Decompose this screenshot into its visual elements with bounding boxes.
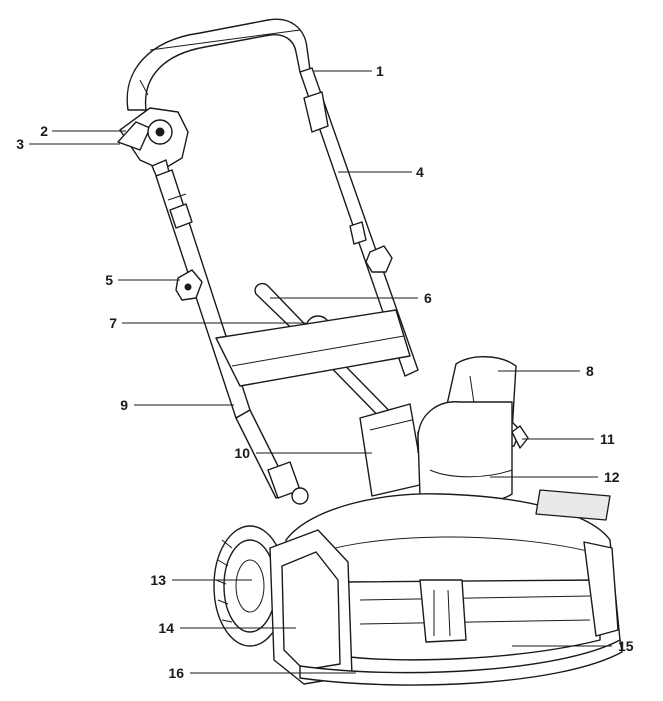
callout-15: 15 xyxy=(512,638,634,654)
snow-thrower-illustration xyxy=(117,18,623,686)
callout-number-12: 12 xyxy=(604,469,620,485)
callout-number-7: 7 xyxy=(109,315,117,331)
callout-7: 7 xyxy=(109,315,306,331)
callout-5: 5 xyxy=(105,272,180,288)
callout-16: 16 xyxy=(168,665,356,681)
callout-number-6: 6 xyxy=(424,290,432,306)
callout-number-4: 4 xyxy=(416,164,424,180)
upper-handle xyxy=(126,18,311,111)
auger-housing xyxy=(285,489,621,676)
callout-13: 13 xyxy=(150,572,252,588)
callout-2: 2 xyxy=(40,123,126,139)
callout-10: 10 xyxy=(234,445,372,461)
callout-8: 8 xyxy=(498,363,594,379)
callout-14: 14 xyxy=(158,620,296,636)
callout-number-10: 10 xyxy=(234,445,250,461)
callout-11: 11 xyxy=(522,431,615,447)
mid-frame xyxy=(215,309,411,387)
handle-knob-right xyxy=(365,245,393,273)
callout-12: 12 xyxy=(490,469,620,485)
callout-number-2: 2 xyxy=(40,123,48,139)
callout-number-13: 13 xyxy=(150,572,166,588)
callout-number-5: 5 xyxy=(105,272,113,288)
callout-number-3: 3 xyxy=(16,136,24,152)
callout-number-9: 9 xyxy=(120,397,128,413)
callout-number-11: 11 xyxy=(600,431,615,447)
callouts: 1 2 3 4 5 6 7 8 xyxy=(16,63,634,681)
handle-knob-left xyxy=(175,269,203,301)
scraper-bar xyxy=(299,639,623,686)
callout-number-15: 15 xyxy=(618,638,634,654)
callout-number-14: 14 xyxy=(158,620,174,636)
callout-number-1: 1 xyxy=(376,63,384,79)
callout-9: 9 xyxy=(120,397,234,413)
side-panel xyxy=(269,529,353,685)
callout-6: 6 xyxy=(270,290,432,306)
discharge-chute xyxy=(417,401,513,505)
chute-bracket xyxy=(359,403,425,497)
switch-box xyxy=(117,107,189,181)
wheel xyxy=(213,525,287,647)
callout-1: 1 xyxy=(314,63,384,79)
right-handle-tube xyxy=(299,67,419,377)
callout-4: 4 xyxy=(338,164,424,180)
callout-number-16: 16 xyxy=(168,665,184,681)
callout-number-8: 8 xyxy=(586,363,594,379)
callout-3: 3 xyxy=(16,136,120,152)
